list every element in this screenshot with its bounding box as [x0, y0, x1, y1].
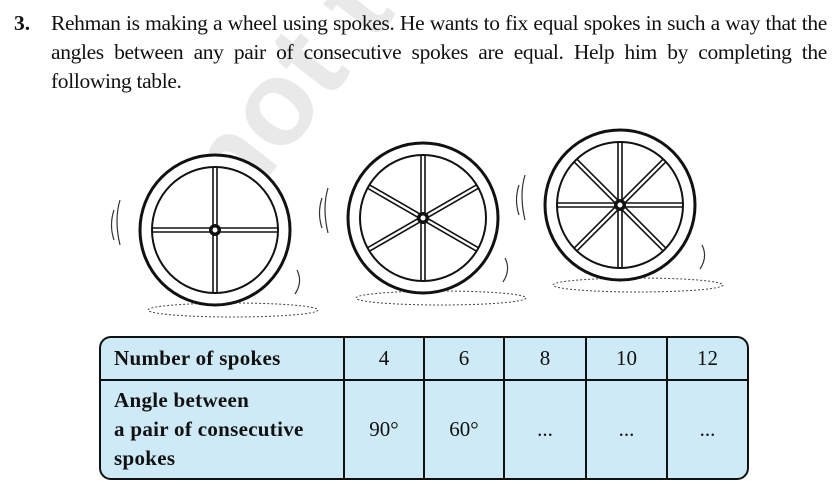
motion-line [110, 209, 115, 241]
spoke [620, 203, 667, 249]
spokes-value: 12 [666, 338, 747, 381]
wheels-illustration [90, 120, 740, 320]
angle-header-line: spokes [114, 446, 176, 470]
question-text: Rehman is making a wheel using spokes. H… [51, 11, 827, 93]
spoke [369, 219, 425, 252]
wheel-axle [617, 202, 623, 208]
spokes-table: Number of spokes 4 6 8 10 12 Angle betwe… [99, 336, 749, 480]
angle-value: 60° [423, 379, 505, 478]
wheel-rim-inner [359, 154, 487, 282]
spoke [423, 187, 479, 221]
motion-line [515, 184, 520, 216]
angle-row: Angle between a pair of consecutive spok… [101, 379, 747, 478]
wheel-axle [420, 215, 426, 221]
spokes-row: Number of spokes 4 6 8 10 12 [101, 338, 747, 381]
wheel-4-spokes [110, 153, 319, 318]
spokes-value: 6 [423, 338, 505, 381]
motion-line [318, 197, 323, 229]
motion-line [699, 244, 706, 270]
motion-line [502, 257, 509, 283]
wheel-rim-inner [151, 166, 279, 294]
spoke [618, 158, 664, 205]
angle-value: 90° [343, 379, 425, 478]
question-number: 3. [14, 11, 31, 35]
wheel-8-spokes [515, 128, 724, 293]
motion-line [294, 269, 301, 295]
angle-header-line: Angle between [114, 388, 250, 412]
motion-line [521, 174, 526, 221]
spokes-value: 10 [585, 338, 668, 381]
angle-value: ... [585, 379, 668, 478]
spoke [576, 205, 622, 252]
ground-shadow [147, 302, 319, 318]
wheel-axle [212, 227, 218, 233]
ground-shadow [552, 277, 724, 293]
motion-line [116, 199, 121, 246]
angle-value: ... [503, 379, 587, 478]
spoke [421, 219, 477, 252]
angle-value: ... [666, 379, 747, 478]
spoke [421, 184, 477, 217]
angle-header-line: a pair of consecutive [114, 417, 304, 441]
spoke [620, 161, 667, 207]
spoke [573, 203, 620, 249]
spokes-value: 4 [343, 338, 425, 381]
ground-shadow [355, 290, 527, 306]
wheel-6-spokes [318, 141, 527, 306]
spoke [618, 205, 664, 252]
spoke [423, 215, 479, 249]
spoke [369, 184, 425, 217]
spokes-value: 8 [503, 338, 587, 381]
spoke [367, 215, 423, 249]
motion-line [324, 187, 329, 234]
angle-between-header: Angle between a pair of consecutive spok… [101, 379, 345, 478]
number-of-spokes-header: Number of spokes [101, 338, 345, 381]
spoke [576, 158, 622, 205]
spoke [573, 161, 620, 207]
wheel-rim-inner [556, 141, 684, 269]
spoke [367, 187, 423, 221]
